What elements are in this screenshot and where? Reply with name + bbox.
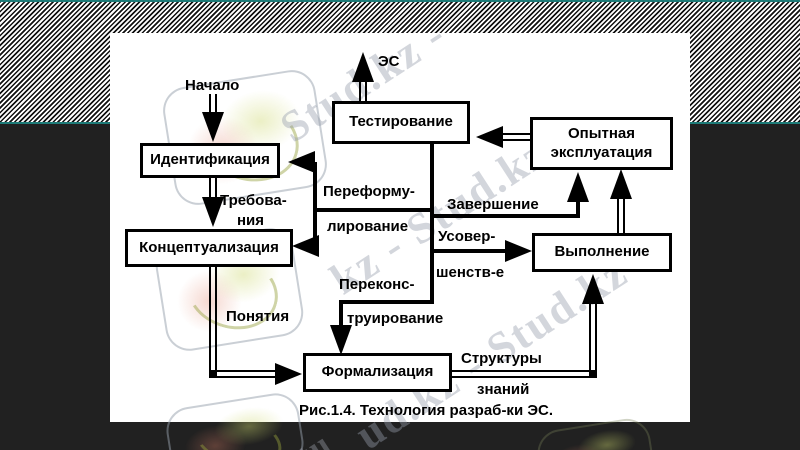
label-improvement-1: Усовер-: [438, 228, 496, 245]
arrowhead: [202, 197, 224, 227]
segment: [589, 370, 597, 378]
node-testing: Тестирование: [332, 101, 470, 144]
node-execution: Выполнение: [532, 233, 672, 272]
figure-caption: Рис.1.4. Технология разраб-ки ЭС.: [298, 402, 554, 419]
arrowhead: [292, 235, 319, 257]
segment: [589, 302, 597, 374]
arrowhead: [330, 325, 352, 355]
accent-line-top: [0, 0, 800, 2]
segment: [498, 133, 531, 141]
segment: [209, 178, 217, 199]
segment: [617, 197, 625, 233]
arrowhead: [275, 363, 302, 385]
arrowhead: [352, 52, 374, 82]
segment: [209, 94, 217, 114]
label-start: Начало: [185, 77, 240, 94]
segment: [209, 370, 277, 378]
segment: [452, 370, 596, 378]
label-redesign-2: труирование: [347, 310, 444, 327]
arrowhead: [505, 240, 532, 262]
segment: [339, 302, 343, 327]
node-conceptualization: Концептуализация: [125, 229, 293, 267]
label-reformulation-1: Переформу-: [323, 183, 415, 200]
segment: [339, 300, 434, 304]
segment: [359, 80, 367, 102]
label-reformulation-2: лирование: [327, 218, 409, 235]
arrowhead: [610, 169, 632, 199]
label-structures-1: Структуры: [461, 350, 542, 367]
node-identification: Идентификация: [140, 143, 280, 178]
label-requirements-1: Требова-: [220, 192, 287, 209]
connector-trunk: [430, 143, 434, 304]
label-completion: Завершение: [447, 196, 539, 213]
node-trial-operation: Опытная эксплуатация: [530, 117, 673, 170]
arrowhead: [582, 274, 604, 304]
arrowhead: [288, 151, 315, 173]
leaf-swirl-icon: [556, 425, 641, 450]
segment: [314, 208, 434, 212]
node-formalization: Формализация: [303, 353, 452, 392]
segment: [576, 199, 580, 218]
label-improvement-2: шенств-е: [436, 264, 505, 281]
watermark-text: Stu: [273, 425, 340, 450]
segment: [430, 214, 580, 218]
label-structures-2: знаний: [477, 381, 530, 398]
label-concepts: Понятия: [226, 308, 290, 325]
label-requirements-2: ния: [237, 212, 265, 229]
segment: [430, 249, 507, 253]
label-redesign-1: Переконс-: [339, 276, 415, 293]
arrowhead: [567, 172, 589, 202]
segment: [209, 266, 217, 378]
arrowhead: [476, 126, 503, 148]
segment: [209, 370, 217, 378]
arrowhead: [202, 112, 224, 142]
segment: [313, 162, 317, 248]
label-es: ЭС: [378, 53, 400, 70]
